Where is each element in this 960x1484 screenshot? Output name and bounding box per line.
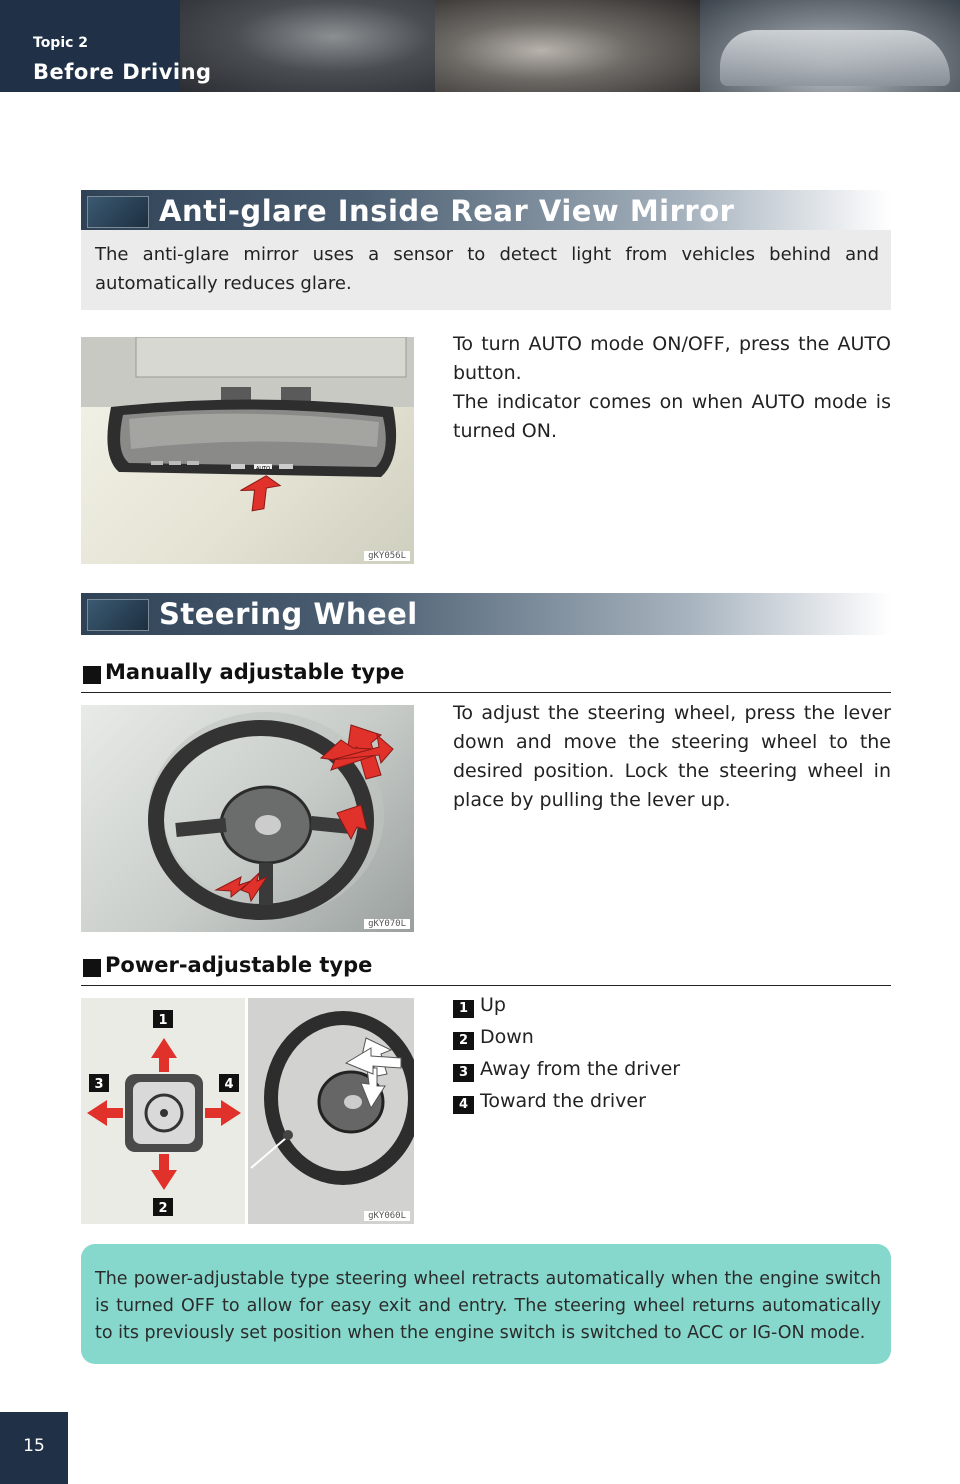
list-item-label: Up [480,994,506,1016]
bullet-square-icon [83,959,101,977]
number-badge: 1 [453,1000,474,1018]
topic-title: Before Driving [33,60,212,84]
subheading-power: Power-adjustable type [81,953,891,986]
page-number: 15 [23,1436,45,1456]
figure-code: gKY070L [364,919,410,929]
manual-instructions: To adjust the steering wheel, press the … [453,702,891,811]
power-wheel-figure: 1 2 3 4 gKY060L [81,998,414,1224]
section-thumbnail [87,196,149,228]
figure-code: gKY056L [364,551,410,561]
figure-code: gKY060L [364,1211,410,1221]
section-title-bar: Steering Wheel [81,593,891,635]
section-title: Anti-glare Inside Rear View Mirror [159,194,735,228]
header-banner: Topic 2 Before Driving [0,0,960,92]
subheading-manual: Manually adjustable type [81,660,891,693]
topic-label: Topic 2 [33,35,89,51]
number-badge: 2 [453,1032,474,1050]
section-thumbnail [87,599,149,631]
mirror-illustration: AUTO [81,337,414,512]
list-item-label: Down [480,1026,534,1048]
mirror-figure: AUTO gKY056L [81,337,414,564]
number-badge: 4 [453,1096,474,1114]
steering-wheel-illustration [148,712,394,920]
car-door-photo [180,0,435,92]
subheading-text: Manually adjustable type [105,660,405,684]
mirror-instructions: To turn AUTO mode ON/OFF, press the AUTO… [453,333,891,442]
list-item-label: Away from the driver [480,1058,681,1080]
car-exterior-photo [700,0,960,92]
intro-box: The anti-glare mirror uses a sensor to d… [81,230,891,310]
number-badge: 3 [453,1064,474,1082]
note-box: The power-adjustable type steering wheel… [81,1244,891,1364]
bullet-square-icon [83,666,101,684]
svg-text:4: 4 [224,1077,233,1092]
car-interior-photo [435,0,700,92]
mirror-auto-label: AUTO [256,466,270,472]
svg-text:1: 1 [158,1013,167,1028]
section-title: Steering Wheel [159,597,418,631]
svg-text:2: 2 [158,1201,167,1216]
subheading-text: Power-adjustable type [105,953,373,977]
note-text: The power-adjustable type steering wheel… [95,1269,881,1343]
page-number-tab: 15 [0,1412,68,1484]
svg-text:3: 3 [94,1077,103,1092]
list-item-label: Toward the driver [480,1090,646,1112]
intro-text: The anti-glare mirror uses a sensor to d… [95,244,879,294]
power-switch-illustration: 1 2 3 4 [81,998,414,1224]
topic-panel [0,0,180,92]
section-title-bar: Anti-glare Inside Rear View Mirror [81,190,891,232]
manual-wheel-figure: gKY070L [81,705,414,932]
